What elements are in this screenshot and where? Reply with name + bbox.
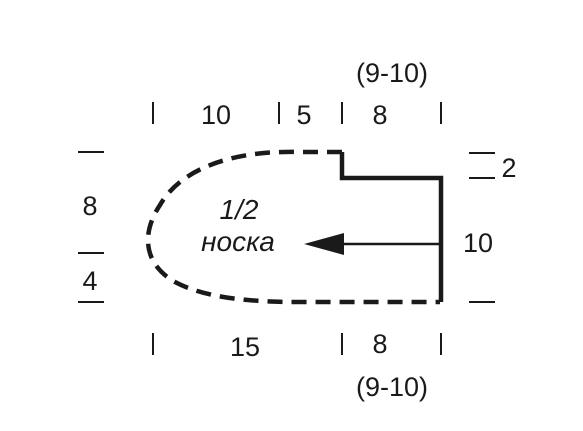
right-dimension-2: 2: [501, 153, 516, 183]
top-dimension-alt: (9-10): [356, 58, 428, 88]
center-label-fraction: 1/2: [220, 194, 259, 225]
bottom-dimension-8: 8: [372, 329, 387, 359]
toe-solid-edge: [339, 152, 444, 302]
direction-arrow-head: [304, 233, 344, 255]
bottom-dimension-15: 15: [230, 332, 260, 362]
center-label-word: носка: [201, 226, 275, 257]
top-dimension-5: 5: [296, 100, 311, 130]
right-dimension-10: 10: [463, 228, 493, 258]
bottom-dimension-alt: (9-10): [356, 372, 428, 402]
top-dimension-8: 8: [372, 100, 387, 130]
left-dimension-4: 4: [82, 266, 97, 296]
top-dimension-10: 10: [201, 100, 231, 130]
left-dimension-8: 8: [82, 191, 97, 221]
toe-dashed-outline: [145, 149, 440, 305]
